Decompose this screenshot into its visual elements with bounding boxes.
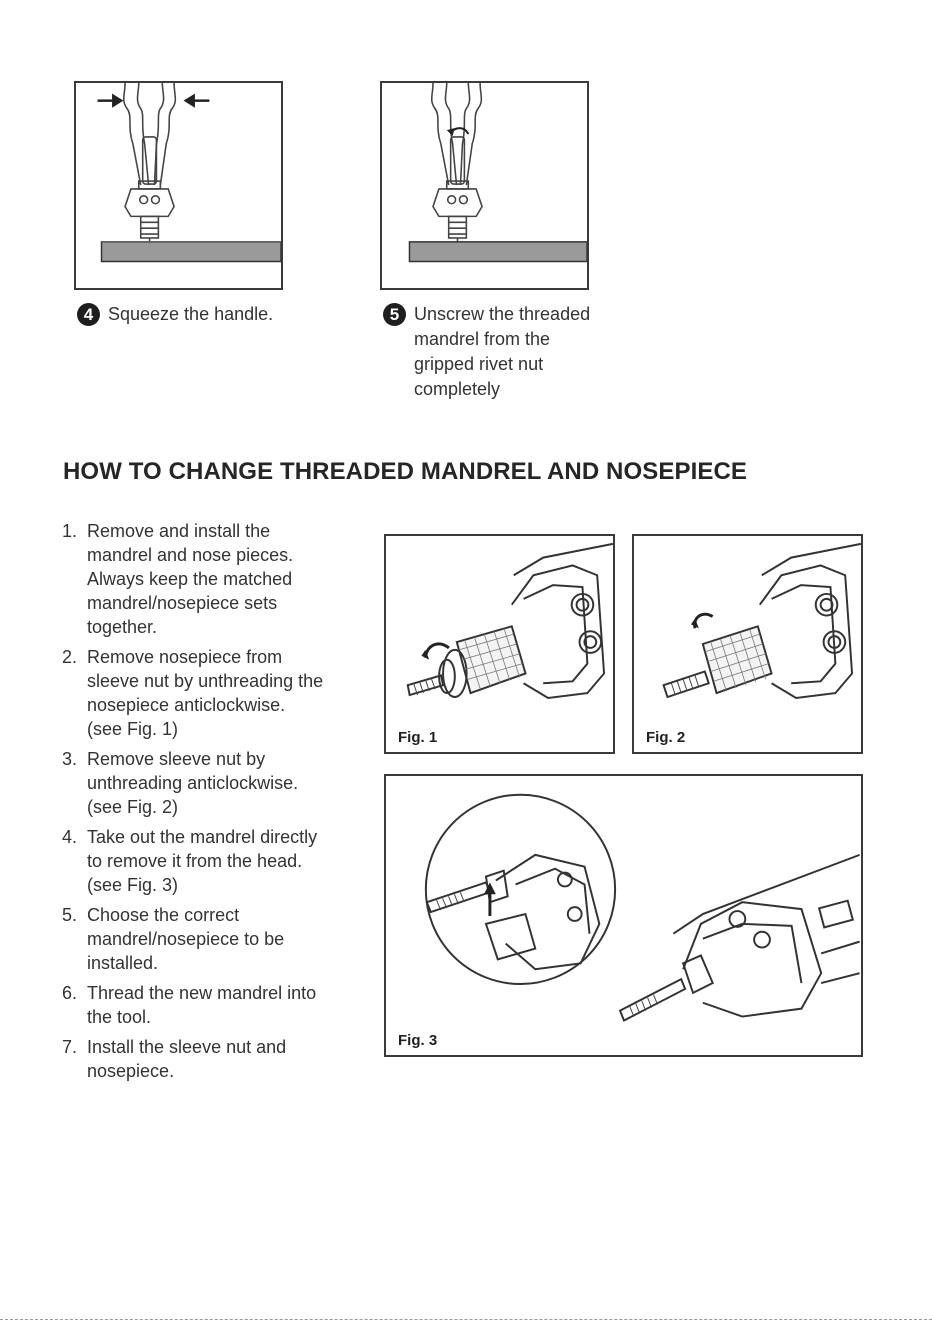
item-number: 5. bbox=[62, 905, 78, 925]
item-text: Install the sleeve nut and nosepiece. bbox=[87, 1037, 287, 1081]
figure-3: Fig. 3 bbox=[384, 774, 863, 1057]
list-item: 7. Install the sleeve nut and nosepiece. bbox=[62, 1035, 362, 1083]
step-4-text: Squeeze the handle. bbox=[108, 304, 274, 324]
list-item: 2. Remove nosepiece from sleeve nut by un… bbox=[62, 645, 362, 741]
item-text: Thread the new mandrel into the tool. bbox=[87, 983, 317, 1027]
item-number: 7. bbox=[62, 1037, 78, 1057]
remove-nosepiece-drawing bbox=[406, 542, 613, 700]
item-number: 4. bbox=[62, 827, 78, 847]
unscrew-mandrel-illustration bbox=[380, 81, 589, 290]
item-text: Remove sleeve nut by unthreading anticlo… bbox=[87, 749, 299, 817]
figure-1-label: Fig. 1 bbox=[398, 729, 438, 746]
step-5-caption: 5 Unscrew the threaded mandrel from the … bbox=[383, 302, 590, 402]
remove-sleeve-nut-drawing bbox=[662, 542, 861, 700]
step-number-badge: 4 bbox=[77, 303, 100, 326]
list-item: 5. Choose the correct mandrel/nosepiece t… bbox=[62, 903, 362, 975]
figure-2-label: Fig. 2 bbox=[646, 729, 686, 746]
step-5-text: Unscrew the threaded mandrel from the gr… bbox=[414, 304, 591, 399]
page-bottom-border bbox=[0, 1319, 932, 1320]
rivet-tool-unscrew-drawing bbox=[408, 83, 587, 263]
rivet-tool-squeeze-drawing bbox=[97, 83, 281, 263]
instruction-list: 1. Remove and install the mandrel and nos… bbox=[62, 519, 362, 1089]
list-item: 1. Remove and install the mandrel and nos… bbox=[62, 519, 362, 639]
item-text: Choose the correct mandrel/nosepiece to … bbox=[87, 905, 285, 973]
section-title: HOW TO CHANGE THREADED MANDREL AND NOSEP… bbox=[63, 458, 747, 485]
squeeze-handle-illustration bbox=[74, 81, 283, 290]
item-text: Remove and install the mandrel and nose … bbox=[87, 521, 294, 637]
list-item: 3. Remove sleeve nut by unthreading antic… bbox=[62, 747, 362, 819]
figure-1: Fig. 1 bbox=[384, 534, 615, 754]
item-number: 6. bbox=[62, 983, 78, 1003]
item-number: 3. bbox=[62, 749, 78, 769]
list-item: 4. Take out the mandrel directly to remov… bbox=[62, 825, 362, 897]
step-number-badge: 5 bbox=[383, 303, 406, 326]
item-text: Take out the mandrel directly to remove … bbox=[87, 827, 318, 895]
figure-3-label: Fig. 3 bbox=[398, 1032, 438, 1049]
item-text: Remove nosepiece from sleeve nut by unth… bbox=[87, 647, 324, 739]
step-4-caption: 4 Squeeze the handle. bbox=[77, 302, 273, 327]
item-number: 1. bbox=[62, 521, 78, 541]
item-number: 2. bbox=[62, 647, 78, 667]
figure-2: Fig. 2 bbox=[632, 534, 863, 754]
list-item: 6. Thread the new mandrel into the tool. bbox=[62, 981, 362, 1029]
remove-mandrel-drawing bbox=[424, 793, 860, 1022]
